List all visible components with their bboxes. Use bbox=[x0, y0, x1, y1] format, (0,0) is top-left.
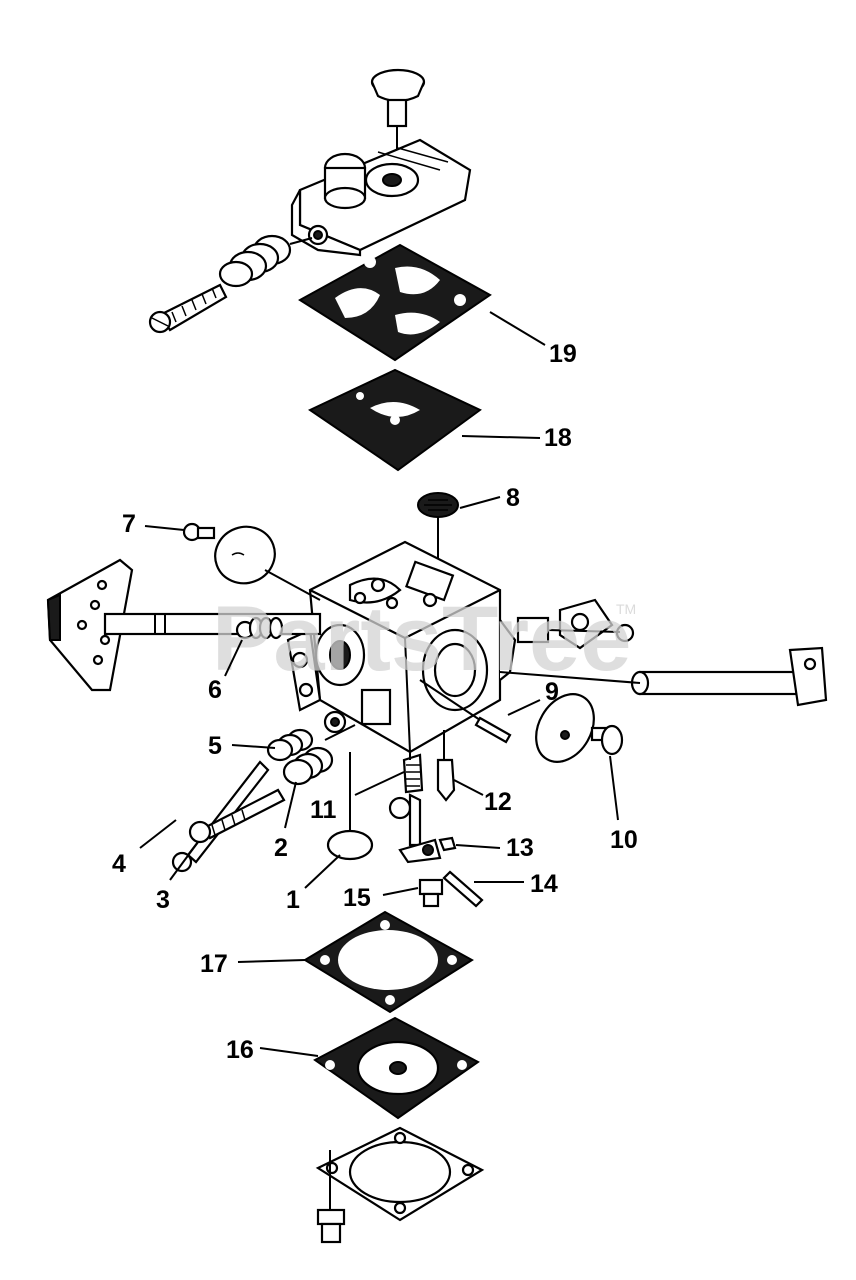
leader-17 bbox=[237, 959, 306, 963]
gasket-17 bbox=[303, 910, 474, 1014]
callout-12[interactable]: 12 bbox=[484, 788, 512, 816]
callout-16[interactable]: 16 bbox=[226, 1036, 254, 1064]
callout-9[interactable]: 9 bbox=[545, 678, 559, 706]
leader-13 bbox=[455, 844, 501, 849]
leader-18 bbox=[461, 435, 541, 439]
leader-11 bbox=[354, 771, 405, 796]
leader-12 bbox=[453, 779, 484, 796]
watermark: PartsTree TM bbox=[212, 588, 636, 690]
leader-lines bbox=[139, 311, 619, 1057]
filter-screen-8 bbox=[417, 492, 459, 590]
callout-10[interactable]: 10 bbox=[610, 826, 638, 854]
leader-15 bbox=[382, 887, 419, 896]
leader-16 bbox=[259, 1047, 319, 1057]
leader-1 bbox=[304, 854, 341, 889]
throttle-shaft-and-lever bbox=[499, 598, 828, 707]
watermark-trademark: TM bbox=[616, 601, 636, 617]
carburetor-body bbox=[286, 540, 517, 754]
leader-3 bbox=[169, 841, 199, 881]
callout-14[interactable]: 14 bbox=[530, 870, 558, 898]
adjusting-needles-and-springs bbox=[171, 724, 356, 873]
callout-6[interactable]: 6 bbox=[208, 676, 222, 704]
callout-17[interactable]: 17 bbox=[200, 950, 228, 978]
choke-plate-and-screw-7 bbox=[182, 522, 321, 601]
callout-7[interactable]: 7 bbox=[122, 510, 136, 538]
callout-1[interactable]: 1 bbox=[286, 886, 300, 914]
leader-19 bbox=[489, 311, 546, 346]
watermark-text: PartsTree bbox=[212, 588, 631, 690]
leader-5 bbox=[231, 744, 276, 749]
leader-10 bbox=[609, 755, 619, 821]
gasket-19 bbox=[298, 243, 492, 362]
callout-18[interactable]: 18 bbox=[544, 424, 572, 452]
inlet-needle-assembly bbox=[388, 730, 484, 908]
callouts: 19 18 8 7 6 9 10 5 4 3 2 1 11 12 13 14 1… bbox=[112, 340, 638, 1064]
top-spring-and-screw bbox=[148, 234, 313, 334]
callout-3[interactable]: 3 bbox=[156, 886, 170, 914]
callout-8[interactable]: 8 bbox=[506, 484, 520, 512]
callout-5[interactable]: 5 bbox=[208, 732, 222, 760]
callout-11[interactable]: 11 bbox=[310, 796, 337, 824]
pump-cover bbox=[290, 138, 472, 257]
callout-4[interactable]: 4 bbox=[112, 850, 126, 878]
callout-2[interactable]: 2 bbox=[274, 834, 288, 862]
spring-6 bbox=[235, 616, 284, 640]
throttle-plate-screw-10-spring-9 bbox=[419, 679, 624, 763]
top-cover-screw bbox=[370, 68, 426, 178]
leader-6 bbox=[224, 639, 243, 677]
leader-2 bbox=[284, 781, 297, 829]
choke-shaft-and-lever bbox=[46, 558, 322, 692]
callout-19[interactable]: 19 bbox=[549, 340, 577, 368]
leader-8 bbox=[459, 496, 501, 509]
callout-15[interactable]: 15 bbox=[343, 884, 371, 912]
leader-4 bbox=[139, 819, 177, 849]
metering-cover-and-screw bbox=[315, 1126, 485, 1244]
leader-7 bbox=[144, 525, 185, 531]
leader-9 bbox=[507, 699, 541, 716]
diaphragm-18 bbox=[307, 368, 482, 472]
metering-gasket-1 bbox=[326, 752, 374, 861]
metering-diaphragm-16 bbox=[313, 1016, 480, 1120]
callout-13[interactable]: 13 bbox=[506, 834, 534, 862]
